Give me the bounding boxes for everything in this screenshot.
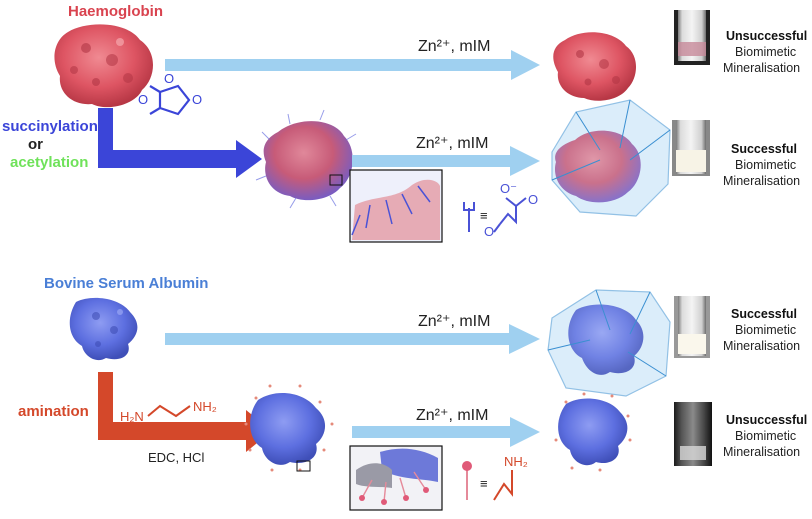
row2-product-mof [551,99,671,217]
row1-result-line2: Biomimetic [735,45,796,59]
row1-arrow [165,50,540,80]
vial-row2 [672,120,710,176]
succinyl-structure [493,197,527,233]
anhydride-o-right: O [192,92,202,107]
zoom-inset-aminated [349,445,443,511]
amination-reagents: EDC, HCl [148,450,204,465]
succinylation-arrow [98,108,262,178]
row1-product-protein [553,32,636,101]
amine-nh2: NH₂ [504,454,528,469]
row3-arrow [165,324,540,354]
succinyl-group-symbol [463,202,475,232]
row3-result-line3: Mineralisation [723,339,800,353]
row3-result-line2: Biomimetic [735,323,796,337]
amine-group-symbol [462,461,472,500]
modified-haemoglobin [255,109,363,209]
aminated-bsa [244,384,334,472]
row4-arrow [352,417,540,447]
vial-row1 [674,10,710,65]
row3-product-mof [547,289,671,397]
row1-result-line3: Mineralisation [723,61,800,75]
row2-result-line3: Mineralisation [723,174,800,188]
row4-reagent: Zn²⁺, mIM [416,407,488,424]
row1-result-status: Unsuccessful [726,29,807,43]
row3-result-status: Successful [731,307,797,321]
succinyl-o-right: O [528,192,538,207]
haemoglobin-protein [54,24,153,108]
amine-equiv: ≡ [480,476,488,491]
ethylenediamine-h2n: H₂N [120,409,144,424]
or-label: or [28,136,43,153]
succinyl-o-bottom: O [484,224,494,239]
succinyl-equiv: ≡ [480,208,488,223]
ethylenediamine-nh2: NH₂ [193,399,217,414]
amination-label: amination [18,403,89,420]
succinic-anhydride-structure [149,84,191,116]
haemoglobin-title: Haemoglobin [68,3,163,20]
succinyl-o-minus: O⁻ [500,181,517,196]
zoom-inset-succinylated [349,169,443,243]
succinylation-label: succinylation [2,118,98,135]
anhydride-o-top: O [164,71,174,86]
row2-result-line2: Biomimetic [735,158,796,172]
row2-reagent: Zn²⁺, mIM [416,135,488,152]
ethylenediamine-chain [147,404,191,418]
row2-result-status: Successful [731,142,797,156]
vial-row3 [674,296,710,358]
vial-row4 [674,402,712,466]
bsa-protein [69,297,138,361]
acetylation-label: acetylation [10,154,88,171]
row4-result-line2: Biomimetic [735,429,796,443]
amine-structure [493,470,513,501]
bsa-title: Bovine Serum Albumin [44,275,208,292]
row4-result-line3: Mineralisation [723,445,800,459]
row1-reagent: Zn²⁺, mIM [418,38,490,55]
row2-arrow [352,146,540,176]
anhydride-o-left: O [138,92,148,107]
row4-result-status: Unsuccessful [726,413,807,427]
row3-reagent: Zn²⁺, mIM [418,313,490,330]
row4-product-protein [554,392,632,472]
